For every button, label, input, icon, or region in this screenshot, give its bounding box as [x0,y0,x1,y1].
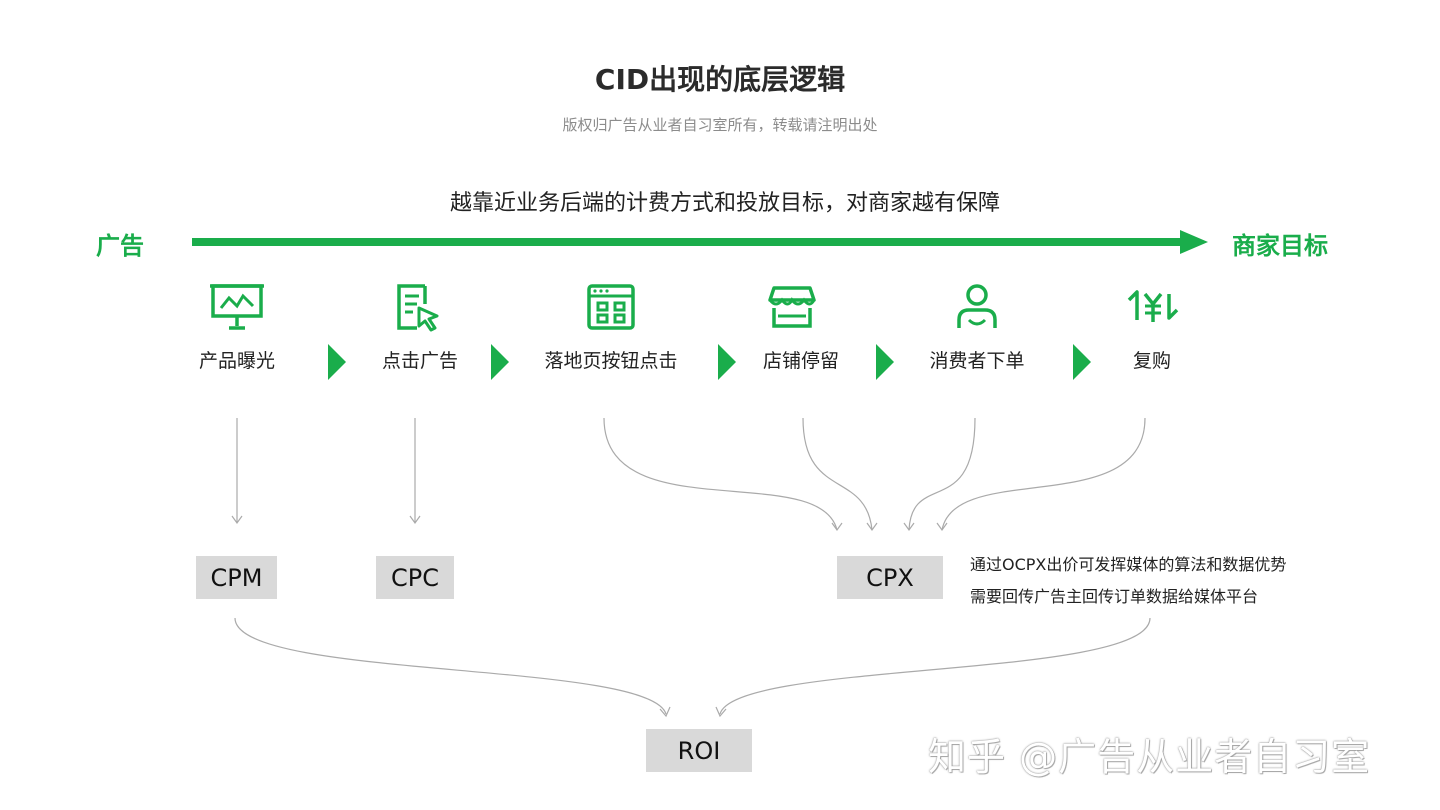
cpx-note-line-1: 通过OCPX出价可发挥媒体的算法和数据优势 [970,555,1287,574]
ad-click-icon [397,284,439,332]
step-chevron [876,344,894,380]
step-chevron [328,344,346,380]
page-title: CID出现的底层逻辑 [594,63,846,96]
connector-cpx-roi [719,617,1151,715]
zhihu-watermark: 知乎 @广告从业者自习室 [928,735,1371,779]
step-chevron [1073,344,1091,380]
step-label-landing-button: 落地页按钮点击 [544,350,678,372]
connector-order-cpx [908,417,976,531]
step-label-exposure: 产品曝光 [198,350,276,372]
connector-repurchase-cpx [941,417,1146,531]
connector-store-cpx [802,417,873,531]
cpx-box: CPX [837,556,943,599]
roi-box: ROI [646,729,752,772]
axis-start-label: 广告 [96,232,144,260]
progress-axis-line [192,238,1182,246]
repurchase-yuan-icon [1127,290,1179,322]
connector-cpm-roi [234,617,667,715]
progress-axis-arrowhead [1180,230,1208,254]
axis-end-label: 商家目标 [1232,232,1328,260]
step-label-repurchase: 复购 [1132,350,1172,372]
copyright-subtitle: 版权归广告从业者自习室所有，转载请注明出处 [562,116,878,134]
cpc-box: CPC [376,556,454,599]
step-chevron [491,344,509,380]
step-label-store-stay: 店铺停留 [762,350,840,372]
webpage-button-icon [587,284,635,330]
presentation-chart-icon [210,284,264,330]
cpm-box: CPM [196,556,277,599]
store-icon [768,286,816,328]
axis-caption: 越靠近业务后端的计费方式和投放目标，对商家越有保障 [449,191,1000,216]
step-label-order: 消费者下单 [929,350,1025,372]
step-label-ad-click: 点击广告 [381,350,459,372]
consumer-icon [957,284,997,328]
connector-landing-cpx [603,417,838,531]
step-chevron [718,344,736,380]
cpx-note-line-2: 需要回传广告主回传订单数据给媒体平台 [970,587,1259,606]
